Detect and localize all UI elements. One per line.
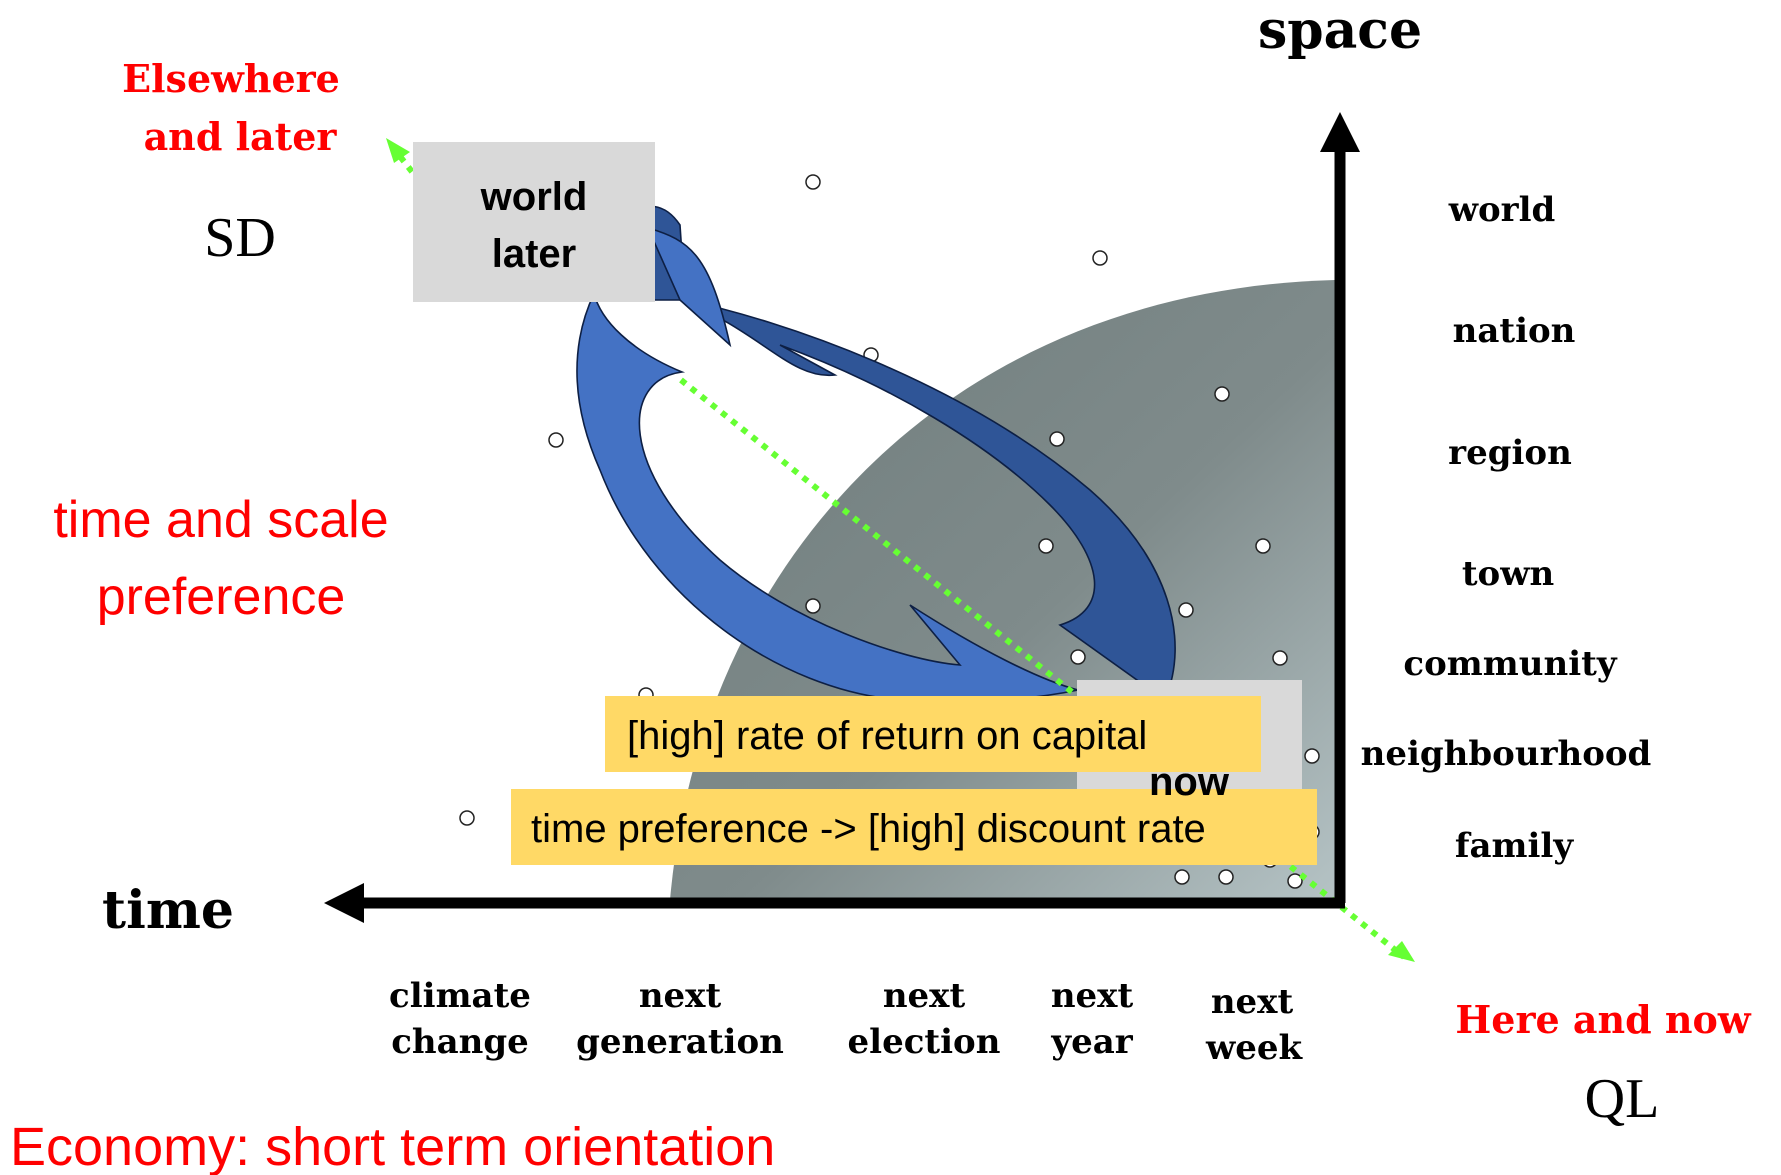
space-axis-arrowhead xyxy=(1320,112,1360,152)
time-scale-week-l1: next xyxy=(1211,982,1294,1022)
space-scale-family: family xyxy=(1455,826,1574,866)
time-axis-arrowhead xyxy=(324,883,364,923)
side-text-line1: time and scale xyxy=(53,491,388,549)
space-scale-world: world xyxy=(1448,190,1556,230)
time-scale-year-l2: year xyxy=(1050,1022,1133,1062)
callout-return-bg xyxy=(605,696,1261,772)
space-scale-town: town xyxy=(1462,554,1554,594)
space-scale-nation: nation xyxy=(1453,311,1576,351)
green-arrowhead-upper xyxy=(386,138,410,163)
space-scale-community: community xyxy=(1403,644,1617,684)
time-axis-label: time xyxy=(102,880,234,941)
here-now-label: Here and now xyxy=(1455,997,1752,1042)
elsewhere-line2: and later xyxy=(144,114,338,159)
time-scale-election-l2: election xyxy=(848,1022,1001,1062)
space-axis-label: space xyxy=(1258,0,1422,61)
time-scale-generation-l1: next xyxy=(639,976,722,1016)
side-text-line2: preference xyxy=(97,568,346,626)
elsewhere-line1: Elsewhere xyxy=(122,56,340,101)
green-arrowhead-lower xyxy=(1388,941,1415,962)
callout-discount: time preference -> [high] discount rate xyxy=(531,807,1206,851)
time-scale-year-l1: next xyxy=(1051,976,1134,1016)
time-scale-climate-l2: change xyxy=(391,1022,529,1062)
inner-arrow-band xyxy=(576,227,1079,703)
world-later-line2: later xyxy=(492,232,577,276)
time-scale: climate change next generation next elec… xyxy=(389,976,1303,1068)
sd-label: SD xyxy=(204,207,276,269)
callout-discount-bg xyxy=(511,789,1317,865)
footer-text: Economy: short term orientation xyxy=(10,1117,775,1175)
time-scale-week-l2: week xyxy=(1205,1028,1304,1068)
ql-label: QL xyxy=(1585,1068,1660,1130)
now-label: now xyxy=(1149,760,1230,804)
space-scale-region: region xyxy=(1448,433,1572,473)
space-scale-neighbourhood: neighbourhood xyxy=(1361,734,1652,774)
callout-return: [high] rate of return on capital xyxy=(627,714,1147,758)
time-scale-election-l1: next xyxy=(883,976,966,1016)
time-scale-generation-l2: generation xyxy=(576,1022,784,1062)
time-scale-climate-l1: climate xyxy=(389,976,531,1016)
world-later-line1: world xyxy=(480,175,588,219)
world-later-box xyxy=(413,142,655,302)
space-scale: world nation region town community neigh… xyxy=(1361,190,1652,866)
